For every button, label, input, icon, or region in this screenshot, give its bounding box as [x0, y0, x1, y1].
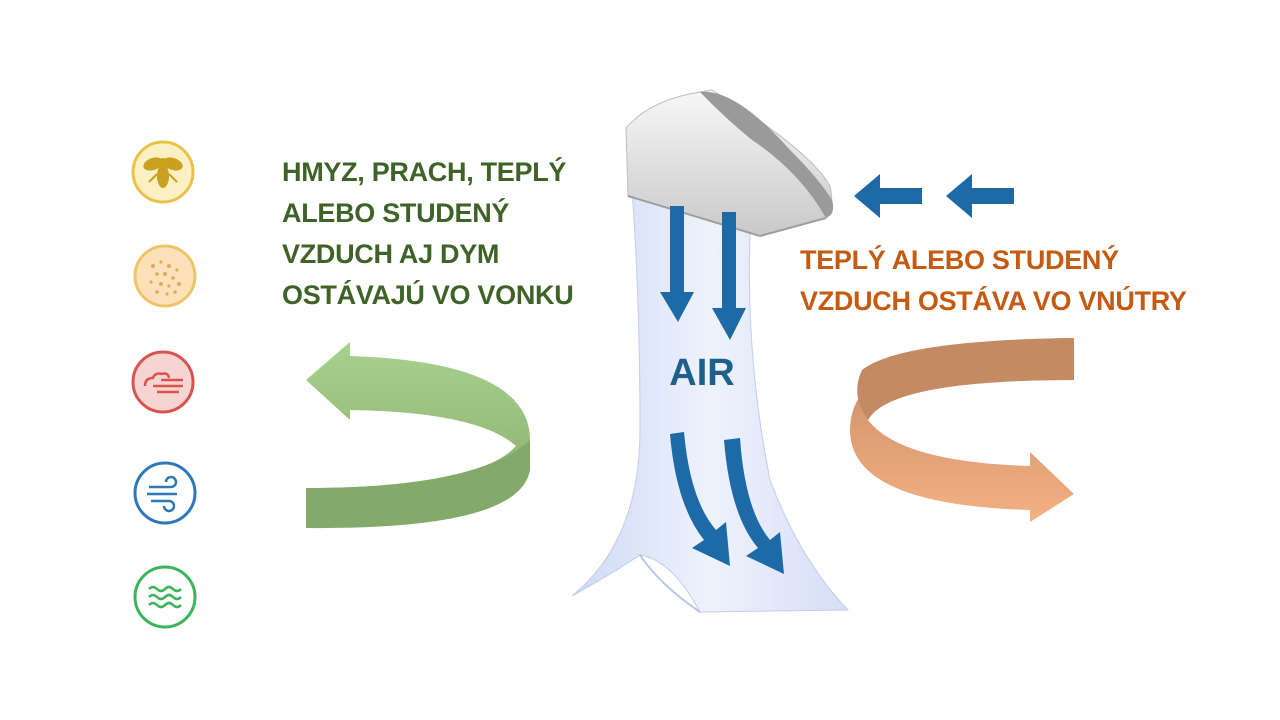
outside-text: HMYZ, PRACH, TEPLÝ ALEBO STUDENÝ VZDUCH … [282, 152, 602, 316]
wind-icon [133, 461, 197, 525]
downflow-arrows-bottom [670, 432, 784, 574]
air-curtain-unit [625, 89, 834, 238]
downflow-arrows-top [660, 206, 746, 340]
inside-flow-arrow [850, 338, 1074, 522]
outside-text-line: OSTÁVAJÚ VO VONKU [282, 280, 574, 310]
dust-icon [133, 244, 197, 308]
inside-text: TEPLÝ ALEBO STUDENÝ VZDUCH OSTÁVA VO VNÚ… [800, 240, 1220, 322]
air-label: AIR [669, 352, 735, 394]
outside-text-line: HMYZ, PRACH, TEPLÝ [282, 157, 567, 187]
inside-text-line: TEPLÝ ALEBO STUDENÝ [800, 245, 1119, 275]
smoke-icon [131, 350, 195, 414]
inside-text-line: VZDUCH OSTÁVA VO VNÚTRY [800, 286, 1187, 316]
heat-waves-icon [133, 565, 197, 629]
insect-icon [131, 140, 195, 204]
air-curtain-sheet [571, 189, 850, 613]
intake-arrows [854, 174, 1014, 218]
outside-text-line: ALEBO STUDENÝ [282, 198, 510, 228]
outside-flow-arrow [306, 342, 530, 529]
outside-text-line: VZDUCH AJ DYM [282, 239, 500, 269]
